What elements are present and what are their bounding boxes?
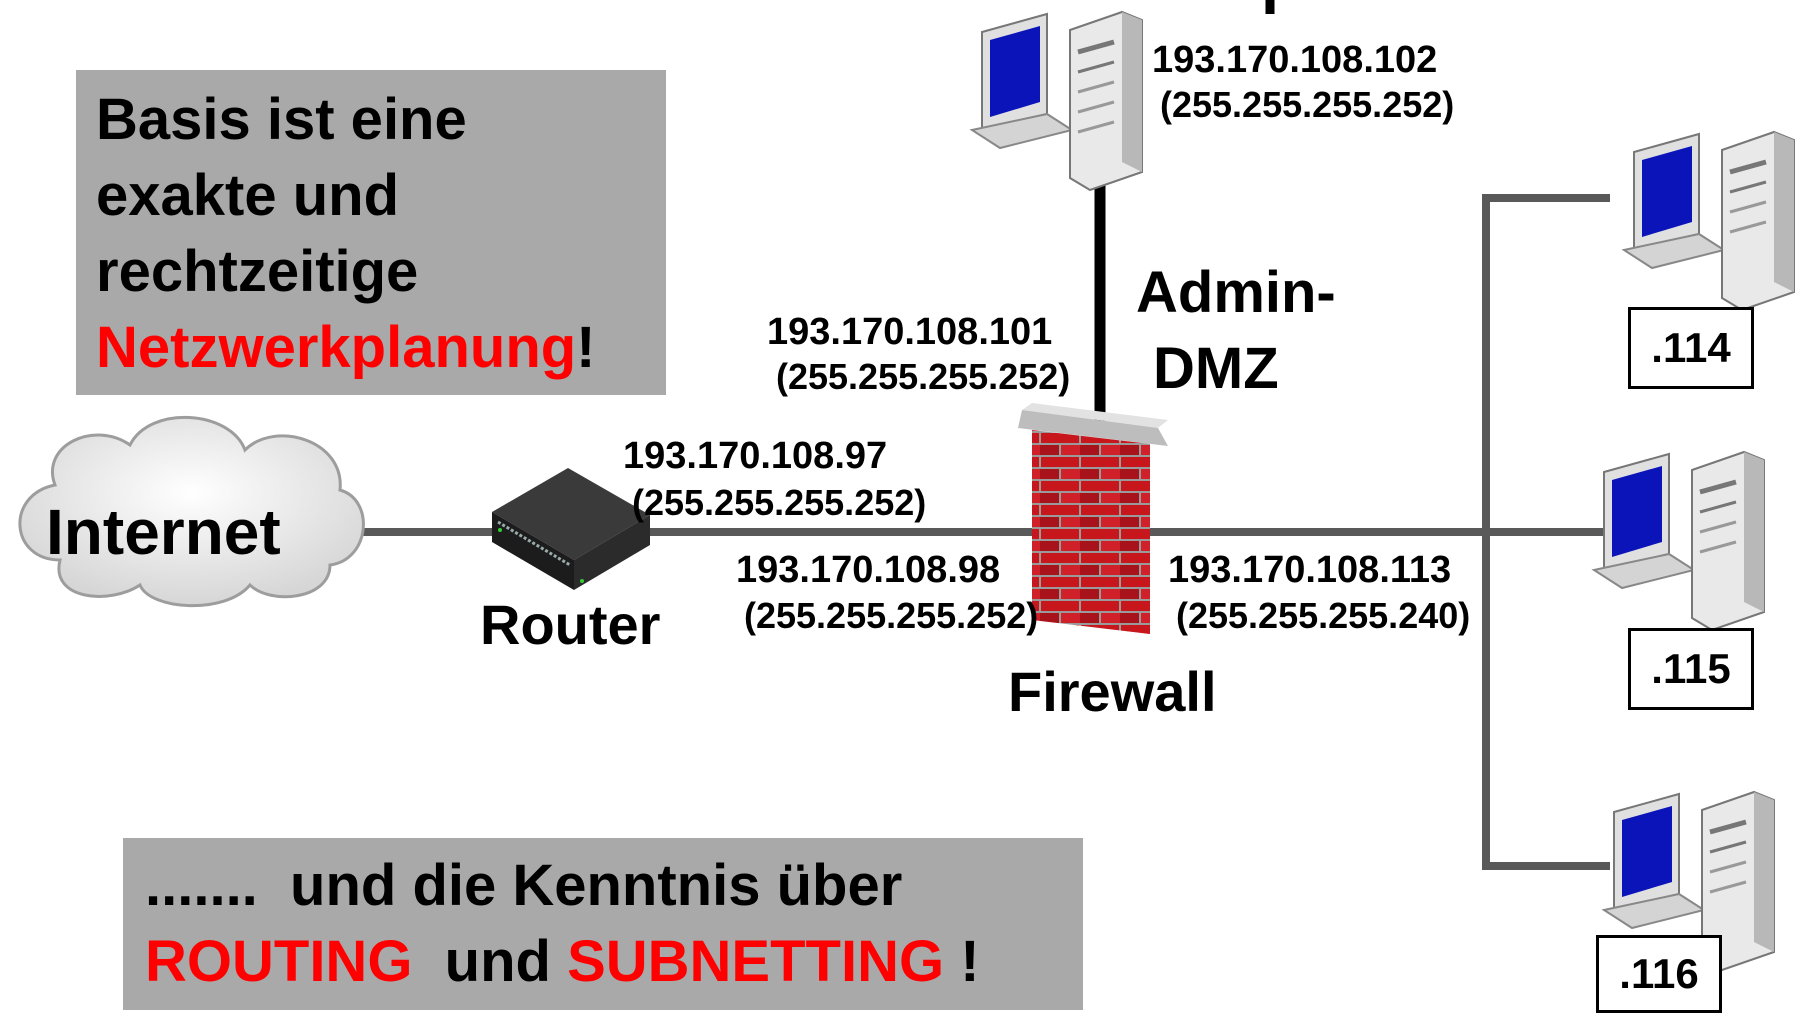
firewall-dmz-ip: 193.170.108.101 <box>767 311 1053 353</box>
host-115-label: .115 <box>1628 628 1754 710</box>
knowledge-note-routing: ROUTING <box>145 929 413 994</box>
firewall-icon <box>1018 403 1168 634</box>
admin-dmz-label-line2: DMZ <box>1153 336 1279 401</box>
knowledge-note-subnetting: SUBNETTING <box>567 929 945 994</box>
planning-note-highlight: Netzwerkplanung <box>96 315 577 380</box>
firewall-in-mask: (255.255.255.252) <box>744 595 1039 636</box>
connection-lines <box>360 194 1610 870</box>
internet-cloud <box>18 415 365 608</box>
firewall-dmz-mask: (255.255.255.252) <box>776 356 1071 397</box>
knowledge-note-dots: ....... <box>145 853 258 918</box>
knowledge-note: ....... und die Kenntnis über ROUTING un… <box>123 838 1083 1010</box>
dmz-server-ip: 193.170.108.102 <box>1152 39 1438 81</box>
knowledge-note-und: und <box>444 929 551 994</box>
dmz-server-mask: (255.255.255.252) <box>1160 84 1455 125</box>
firewall-in-ip: 193.170.108.98 <box>736 549 1001 591</box>
host-116-label: .116 <box>1596 935 1722 1013</box>
host-114-label: .114 <box>1628 307 1754 389</box>
planning-note-line2: exakte und <box>96 163 399 228</box>
planning-note-line3: rechtzeitige <box>96 239 419 304</box>
dmz-server-icon <box>969 10 1143 192</box>
router-label: Router <box>480 593 661 656</box>
admin-dmz-label-line1: Admin- <box>1136 260 1336 325</box>
knowledge-note-end: ! <box>960 929 980 994</box>
firewall-lan-ip: 193.170.108.113 <box>1168 549 1452 591</box>
planning-note: Basis ist eine exakte und rechtzeitige N… <box>76 70 666 395</box>
planning-note-line1: Basis ist eine <box>96 87 467 152</box>
host-115-icon <box>1591 450 1765 632</box>
router-out-mask: (255.255.255.252) <box>632 482 927 523</box>
internet-label: Internet <box>46 496 281 568</box>
planning-note-end: ! <box>576 315 596 380</box>
knowledge-note-text: und die Kenntnis über <box>290 853 903 918</box>
host-114-icon <box>1621 130 1795 312</box>
router-out-ip: 193.170.108.97 <box>623 435 888 477</box>
router-icon <box>492 468 650 590</box>
firewall-label: Firewall <box>1008 660 1217 723</box>
firewall-lan-mask: (255.255.255.240) <box>1176 595 1471 636</box>
